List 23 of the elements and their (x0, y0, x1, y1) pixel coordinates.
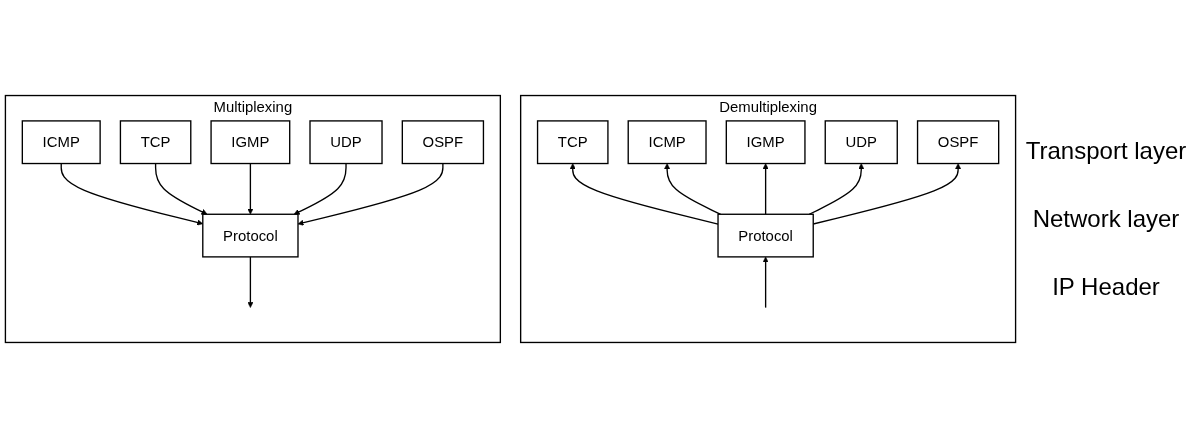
layer-label: IP Header (1051, 272, 1161, 301)
node-box: OSPF (401, 119, 485, 164)
node-box: UDP (309, 119, 383, 164)
layer-label: Transport layer (1024, 136, 1188, 165)
arrow (247, 162, 254, 215)
node-box: UDP (824, 119, 898, 164)
layer-label: Network layer (1031, 204, 1181, 233)
node-box: IGMP (725, 119, 806, 164)
arrow (154, 162, 208, 215)
node-box: ICMP (627, 119, 707, 164)
node-box: OSPF (916, 119, 1000, 164)
node-box: IGMP (210, 119, 291, 164)
arrow (762, 162, 769, 215)
arrow (762, 256, 769, 308)
arrow (293, 162, 347, 215)
arrow (297, 162, 444, 226)
node-box: TCP (536, 119, 609, 164)
node-box: Protocol (202, 213, 299, 258)
arrow (569, 162, 719, 225)
node-box: ICMP (21, 119, 101, 164)
node-box: Protocol (717, 213, 814, 258)
node-box: TCP (119, 119, 192, 164)
arrow (247, 255, 254, 308)
